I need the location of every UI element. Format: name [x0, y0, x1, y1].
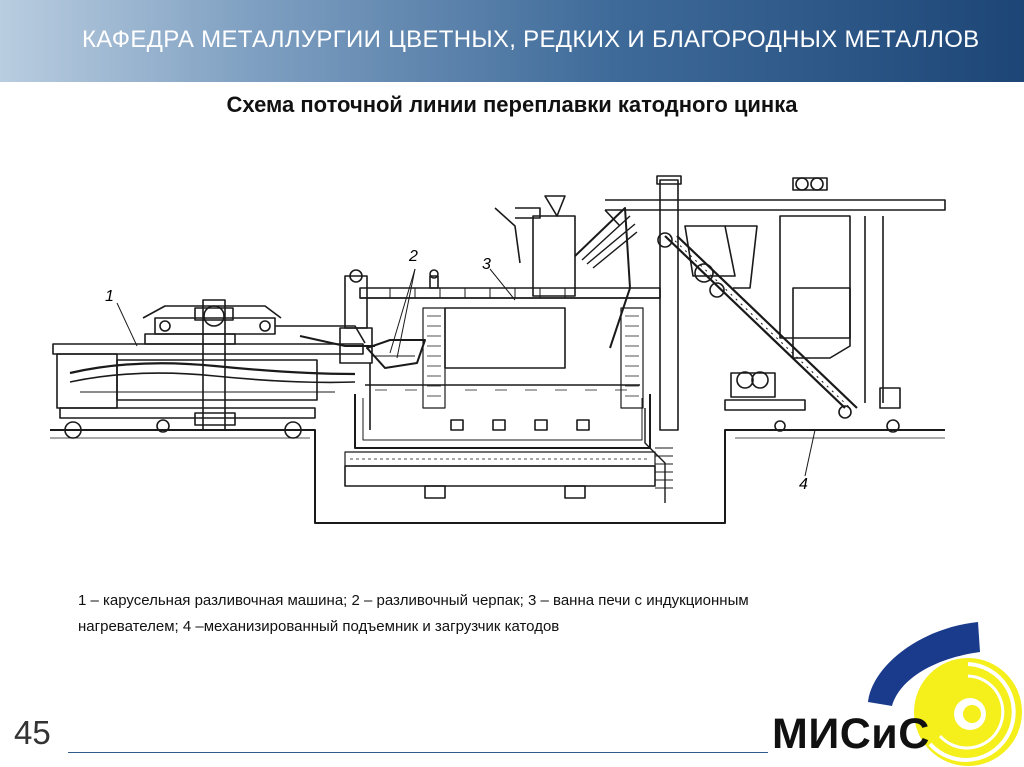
mechanized-cathode-lifter: [604, 175, 946, 503]
label-3: 3: [482, 256, 491, 273]
page-number: 45: [14, 714, 51, 751]
misis-logo-text: МИСиС: [772, 710, 930, 758]
slide-title: Схема поточной линии переплавки катодног…: [226, 92, 798, 117]
misis-logo-icon: [868, 622, 1022, 766]
pouring-ladle: [339, 269, 426, 430]
department-title: КАФЕДРА МЕТАЛЛУРГИИ ЦВЕТНЫХ, РЕДКИХ И БЛ…: [82, 26, 980, 53]
misis-logo: МИСиС: [760, 616, 1024, 767]
process-line-drawing: [50, 175, 946, 524]
label-2: 2: [409, 248, 418, 265]
process-line-diagram: 1 2 3 4: [45, 168, 950, 530]
label-1: 1: [105, 288, 114, 305]
header-bar: КАФЕДРА МЕТАЛЛУРГИИ ЦВЕТНЫХ, РЕДКИХ И БЛ…: [0, 0, 1024, 82]
footer-divider: [68, 752, 768, 753]
label-4: 4: [799, 476, 808, 493]
figure-caption: 1 – карусельная разливочная машина; 2 – …: [78, 592, 749, 635]
carousel-casting-machine: [52, 299, 375, 439]
induction-furnace-bath: [344, 195, 661, 499]
